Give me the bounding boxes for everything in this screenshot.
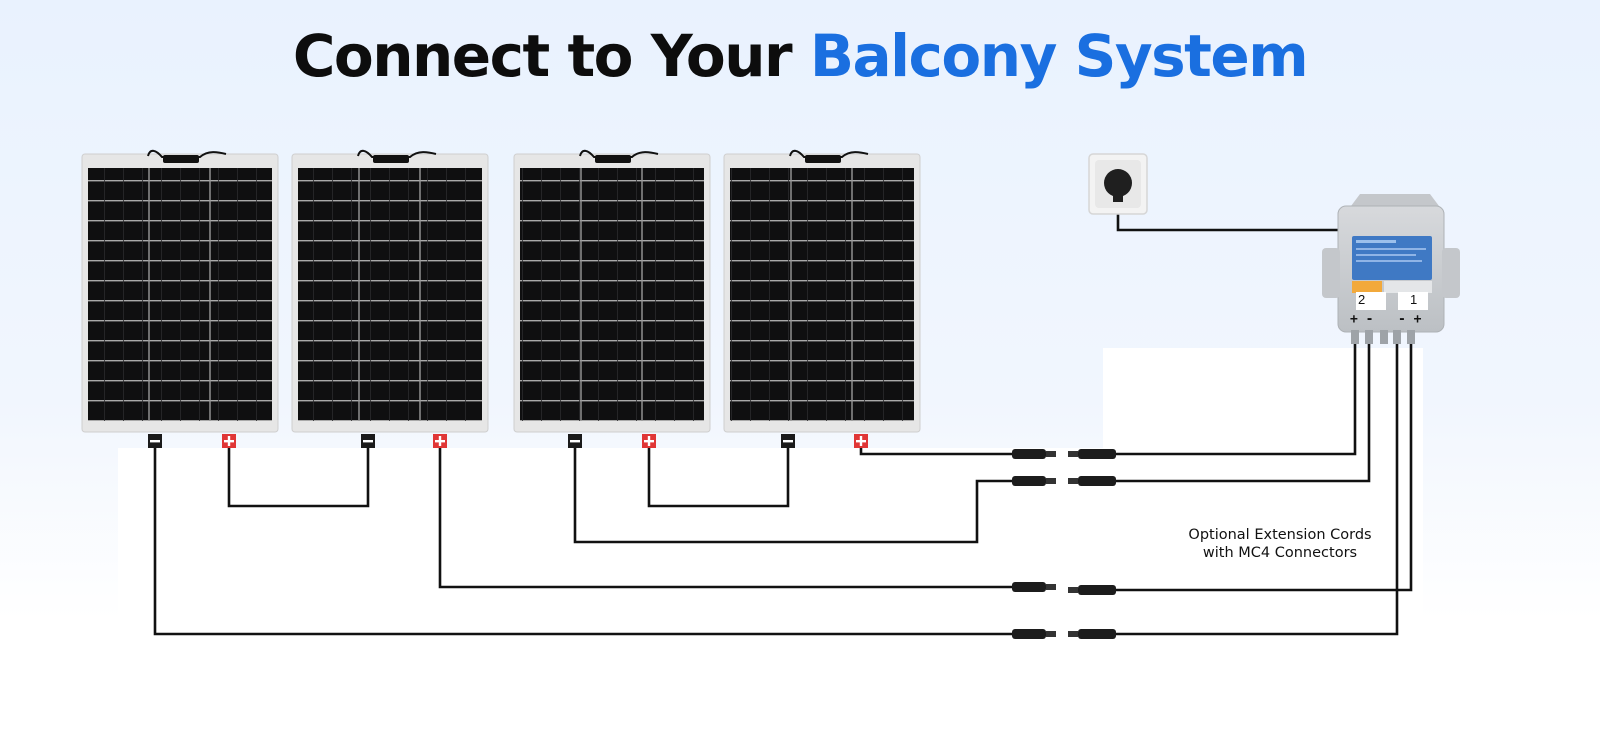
positive-terminal-icon — [433, 434, 447, 448]
title-text: Connect to Your — [292, 22, 793, 90]
wires — [153, 196, 1413, 636]
positive-terminal-icon — [222, 434, 236, 448]
wire-to-inverter-input1-positive — [1113, 342, 1413, 592]
wire-to-inverter-input2-negative — [1113, 342, 1371, 483]
extension-cord-caption: Optional Extension Cords with MC4 Connec… — [1160, 526, 1400, 562]
inverter-input1-label: 1 — [1410, 292, 1417, 307]
mc4-connector-pair — [1012, 629, 1116, 639]
extension-caption-line-1: Optional Extension Cords — [1188, 527, 1372, 543]
negative-terminal-icon — [568, 434, 582, 448]
mc4-connector-pair — [1012, 449, 1116, 459]
solar-panel-2 — [291, 149, 489, 433]
solar-panel-1 — [81, 149, 279, 433]
wire-panel1-positive-to-panel2-negative — [227, 447, 370, 508]
negative-terminal-icon — [361, 434, 375, 448]
inverter-input2-label: 2 — [1358, 292, 1365, 307]
positive-terminal-icon — [854, 434, 868, 448]
microinverter-icon: 2 1 + - - + — [1322, 194, 1460, 344]
negative-terminal-icon — [781, 434, 795, 448]
wire-to-inverter-input2-positive — [1113, 342, 1357, 456]
inverter-input1-polarity: - + — [1398, 312, 1422, 327]
wire-panel2-positive — [438, 447, 1015, 589]
wire-to-inverter-input1-negative — [1113, 342, 1399, 636]
extension-caption-line-2: with MC4 Connectors — [1202, 545, 1358, 561]
wire-panel1-negative — [153, 447, 1015, 636]
wire-panel4-positive — [859, 447, 1015, 456]
inverter-input2-polarity: + - — [1350, 312, 1373, 327]
wiring-backdrop-right — [1103, 348, 1423, 458]
positive-terminal-icon — [642, 434, 656, 448]
title-accent-text: Balcony System — [809, 22, 1309, 90]
wire-panel3-negative — [573, 447, 1015, 544]
solar-panel-3 — [513, 149, 711, 433]
wall-socket-icon — [1088, 153, 1148, 215]
negative-terminal-icon — [148, 434, 162, 448]
page-title: Connect to Your Balcony System — [0, 22, 1600, 90]
mc4-connector-pair — [1012, 476, 1116, 486]
mc4-connector-pair — [1012, 582, 1116, 595]
solar-panel-4 — [723, 149, 921, 433]
wire-panel3-positive-to-panel4-negative — [647, 447, 790, 508]
ac-cable — [1116, 196, 1338, 232]
